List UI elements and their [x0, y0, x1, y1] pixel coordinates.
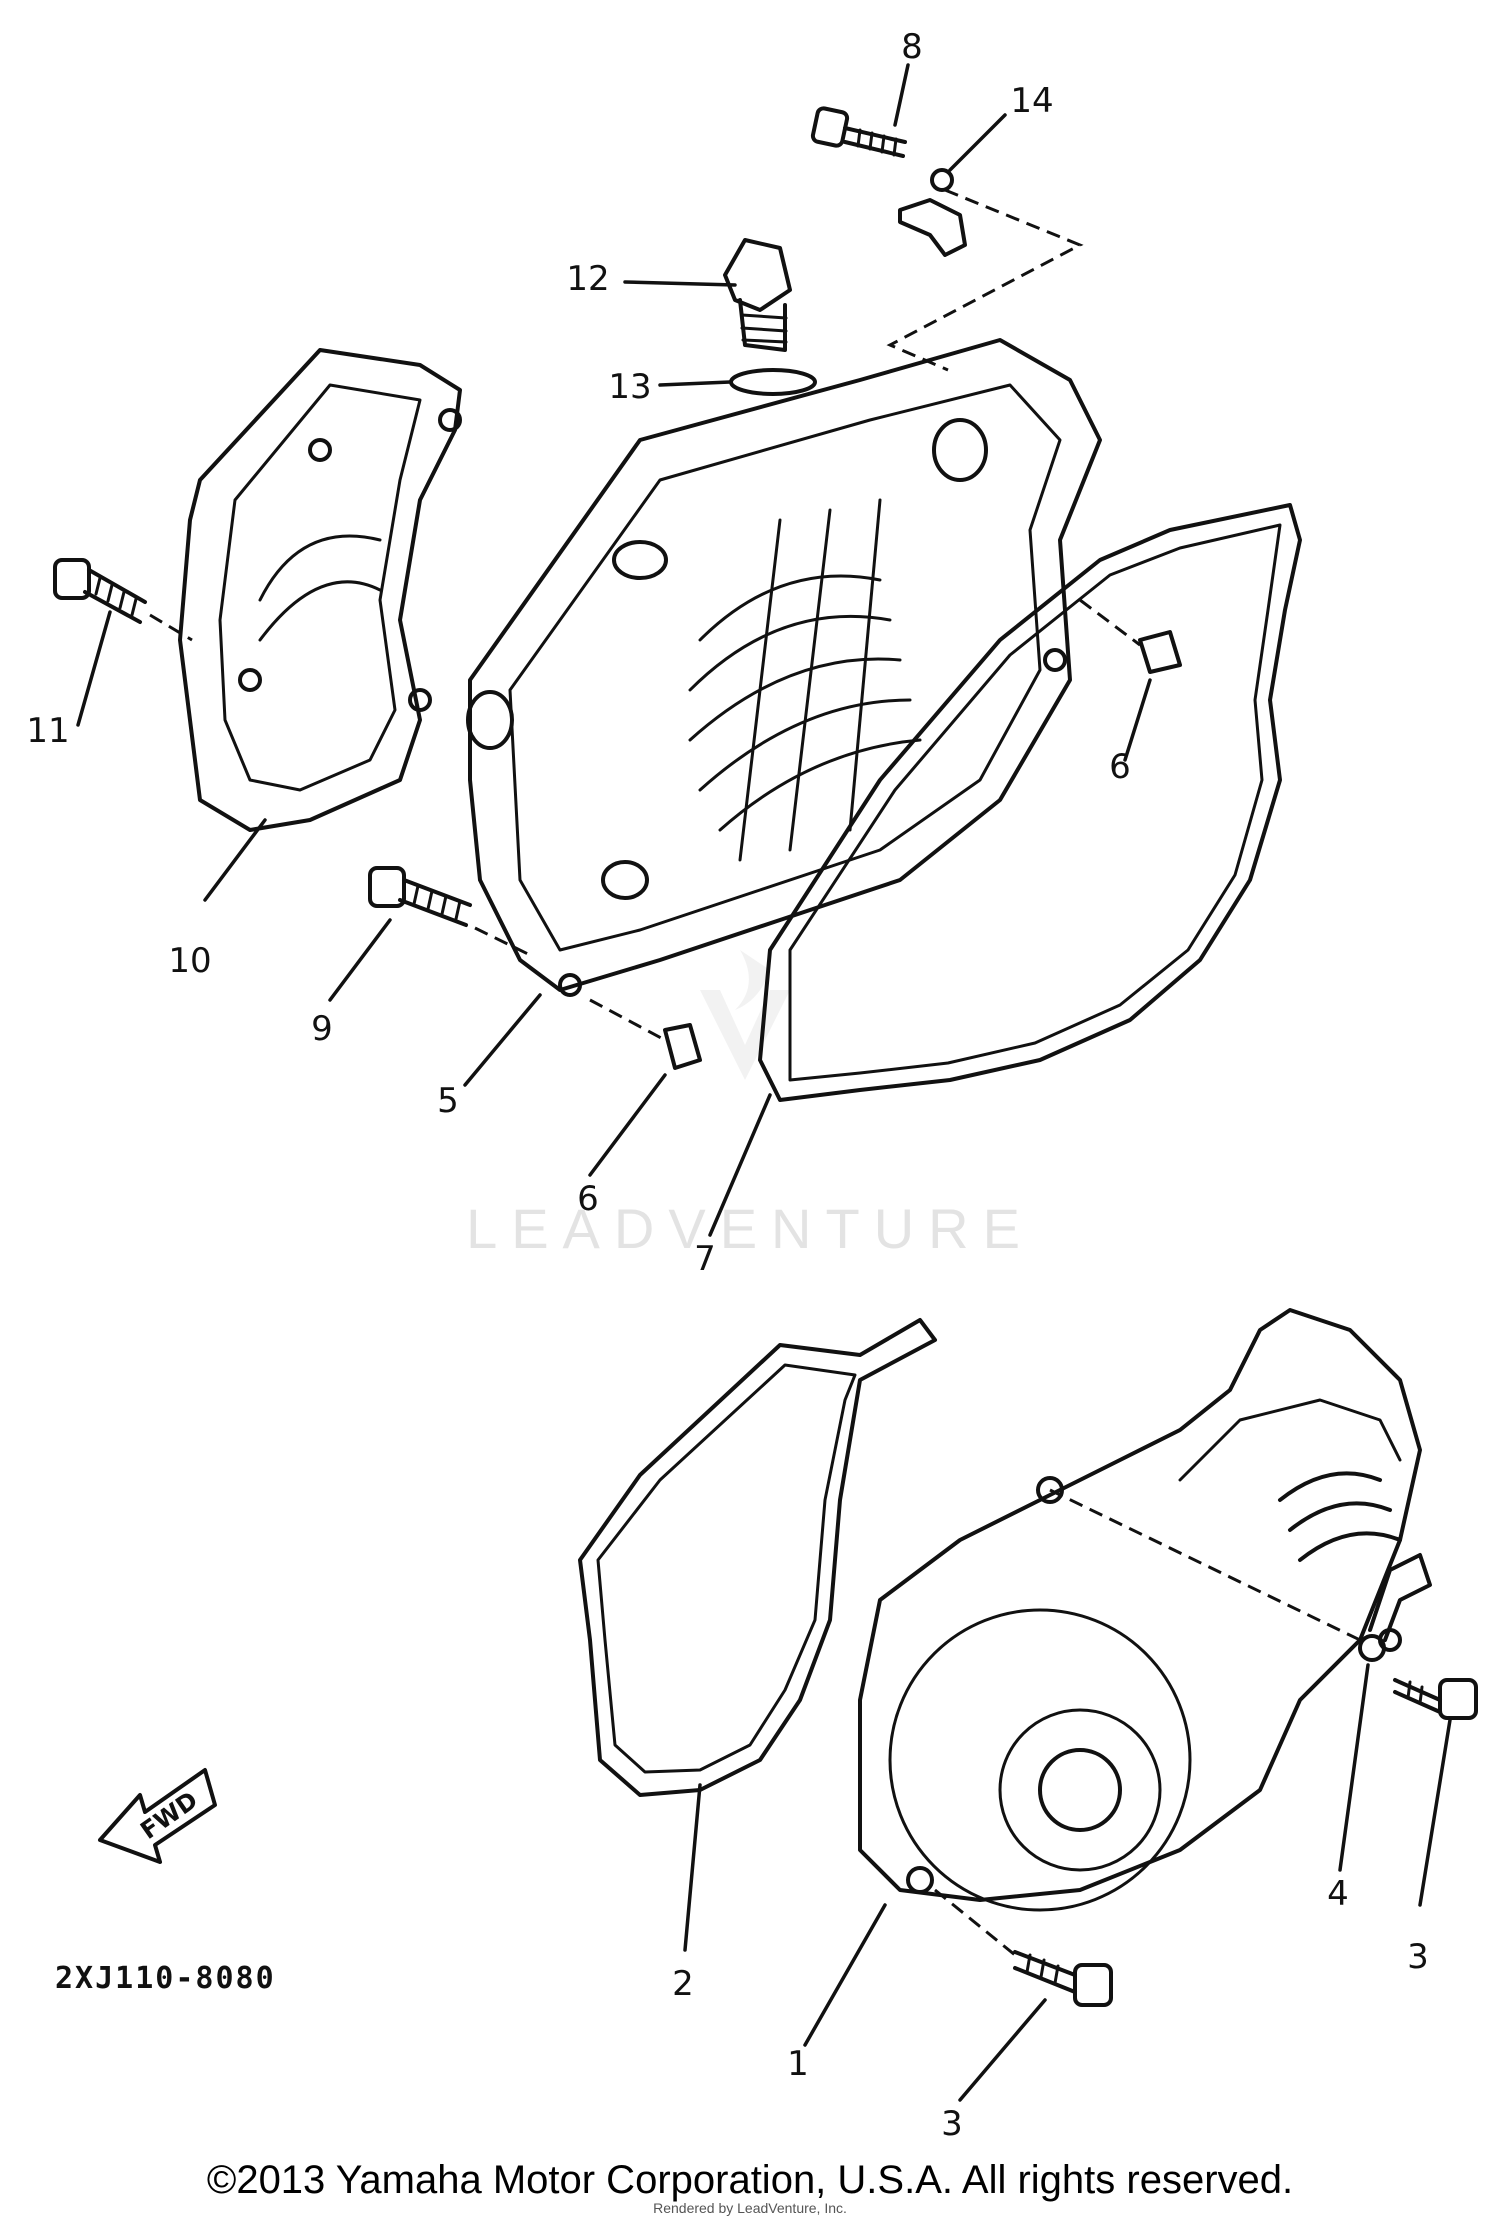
o-ring-13-icon [729, 368, 817, 396]
part-label-6-lower: 6 [577, 1179, 599, 1219]
drawing-code: 2XJ110-8080 [55, 1961, 276, 1996]
guide-line-4 [1049, 1488, 1361, 1642]
gasket-7-inner-icon [788, 523, 1282, 1082]
watermark-logo [700, 950, 790, 1080]
guide-line-14 [886, 188, 1084, 372]
watermark-text: LEADVENTURE [466, 1197, 1034, 1260]
cover-10-icon [178, 348, 462, 832]
part-label-4: 4 [1327, 1874, 1349, 1914]
leader-lines [76, 63, 1452, 2102]
part-label-14: 14 [1010, 81, 1053, 121]
part-label-10: 10 [168, 941, 211, 981]
part-label-2: 2 [672, 1964, 694, 2004]
guide-line-3-lower [934, 1888, 1016, 1957]
part-label-8: 8 [901, 27, 923, 67]
part-label-3-right: 3 [1407, 1937, 1429, 1977]
part-label-13: 13 [608, 367, 651, 407]
clamp-4-icon [1358, 1553, 1432, 1662]
fwd-arrow-icon: FWD [98, 1768, 217, 1864]
bolt-3-lower-icon [1013, 1950, 1113, 2007]
part-label-1: 1 [787, 2044, 809, 2084]
part-label-9: 9 [311, 1009, 333, 1049]
copyright-notice: ©2013 Yamaha Motor Corporation, U.S.A. A… [206, 2158, 1294, 2202]
rendered-by-notice: Rendered by LeadVenture, Inc. [653, 2200, 847, 2216]
crankcase-cover-5-icon [466, 338, 1102, 997]
part-label-7: 7 [694, 1239, 716, 1279]
guide-line-6-lower [589, 998, 666, 1042]
part-label-5: 5 [437, 1081, 459, 1121]
bolt-9-icon [368, 866, 472, 927]
part-label-3-lower: 3 [941, 2104, 963, 2144]
part-label-6-upper: 6 [1109, 747, 1131, 787]
bolt-3-right-icon [1393, 1678, 1478, 1720]
bolt-11-icon [53, 558, 147, 624]
bolt-8-icon [810, 106, 907, 158]
dowel-pin-6-upper-icon [1138, 630, 1182, 674]
guide-line-6-upper [1079, 598, 1141, 647]
gasket-2-icon [578, 1318, 937, 1797]
guide-line-9 [474, 926, 531, 957]
part-label-12: 12 [566, 259, 609, 299]
dowel-pin-6-lower-icon [663, 1023, 702, 1070]
oil-filler-cap-12-icon [723, 238, 792, 352]
gasket-7-icon [758, 503, 1302, 1102]
guide-line-11 [149, 613, 193, 642]
generator-cover-1-icon [858, 1308, 1422, 1912]
part-label-11: 11 [26, 711, 69, 751]
clamp-14-icon [898, 168, 967, 257]
gasket-2-inner-icon [596, 1363, 857, 1774]
